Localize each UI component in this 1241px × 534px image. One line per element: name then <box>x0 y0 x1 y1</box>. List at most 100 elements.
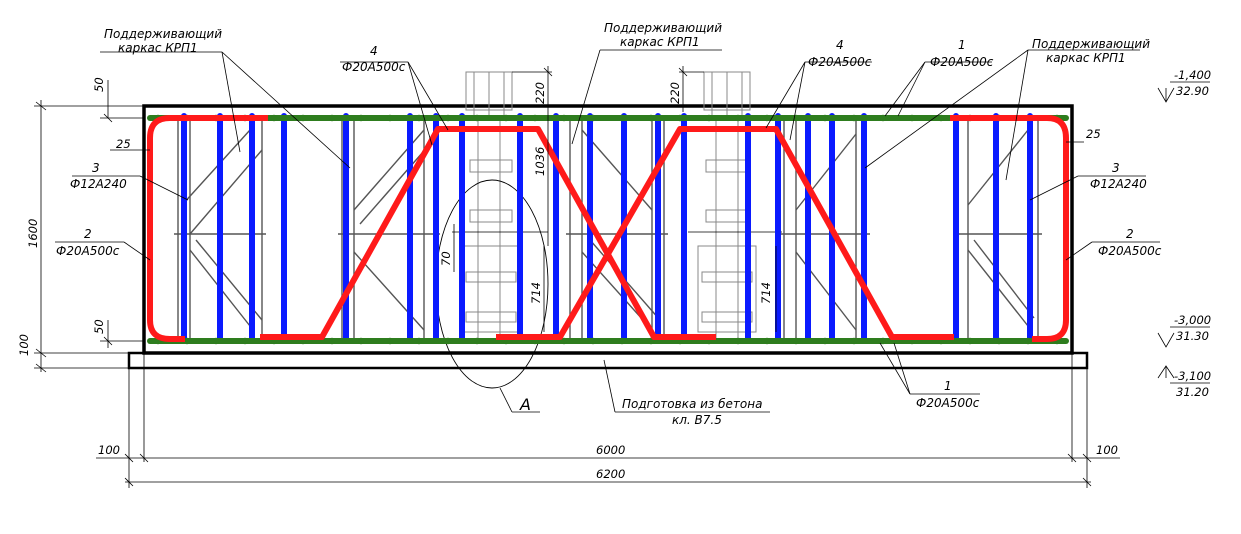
dimension-texts: 50 1600 100 50 25 25 220 220 1036 70 714… <box>17 77 1118 481</box>
dim-50-bottom: 50 <box>92 319 106 334</box>
level-top-absolute: 32.90 <box>1176 84 1209 98</box>
concrete-preparation-slab <box>127 351 1089 370</box>
green-rebar-dots <box>154 114 1061 345</box>
krp1-top-left-line2: каркас КРП1 <box>118 41 198 55</box>
green-rebar-dot <box>386 114 394 122</box>
blue-vertical-rebars <box>181 113 1033 341</box>
annotation-labels: Поддерживающий каркас КРП1 4 Ф20А500с По… <box>56 21 1162 427</box>
krp1-top-mid-line2: каркас КРП1 <box>620 35 700 49</box>
level-top-relative: -1,400 <box>1174 68 1211 82</box>
dim-25-right: 25 <box>1086 127 1101 141</box>
green-rebar-dot <box>328 337 336 345</box>
dim-100-bottom-left: 100 <box>98 443 120 457</box>
pos1-top-num: 1 <box>958 38 966 52</box>
krp1-top-right-line2: каркас КРП1 <box>1046 51 1126 65</box>
green-rebar-dot <box>241 337 249 345</box>
green-rebar-dot <box>270 114 278 122</box>
dim-220-left: 220 <box>533 82 547 104</box>
dim-70: 70 <box>439 251 453 266</box>
pos1-bottom-spec: Ф20А500с <box>916 396 980 410</box>
dimension-lines <box>34 66 1210 488</box>
green-rebar-dot <box>444 114 452 122</box>
green-rebar-dot <box>531 114 539 122</box>
green-rebar-dot <box>589 114 597 122</box>
dim-100-left: 100 <box>17 334 31 356</box>
green-rebar-dot <box>386 337 394 345</box>
dim-25-left: 25 <box>116 137 131 151</box>
pos2-left-num: 2 <box>84 227 92 241</box>
pos1-top-spec: Ф20А500с <box>930 55 994 69</box>
green-rebar-dot <box>879 337 887 345</box>
green-rebar-dot <box>618 337 626 345</box>
green-rebar-dot <box>705 114 713 122</box>
pos2-left-spec: Ф20А500с <box>56 244 120 258</box>
green-rebar-dot <box>937 114 945 122</box>
pos2-right-num: 2 <box>1126 227 1134 241</box>
green-rebar-dot <box>415 337 423 345</box>
green-rebar-dot <box>357 114 365 122</box>
green-rebar-dot <box>415 114 423 122</box>
green-rebar-dot <box>734 114 742 122</box>
green-rebar-dot <box>763 114 771 122</box>
green-rebar-dot <box>647 114 655 122</box>
krp1-top-mid-line1: Поддерживающий <box>604 21 722 35</box>
green-rebar-dot <box>618 114 626 122</box>
green-rebar-dot <box>676 114 684 122</box>
green-rebar-dot <box>357 337 365 345</box>
pos4-left-num: 4 <box>370 44 378 58</box>
green-rebar-dot <box>560 114 568 122</box>
krp1-top-left-line1: Поддерживающий <box>104 27 222 41</box>
krp1-top-right-line1: Поддерживающий <box>1032 37 1150 51</box>
red-rebars <box>147 115 1069 342</box>
green-rebar-dot <box>212 337 220 345</box>
green-rebar-dot <box>821 114 829 122</box>
level-bottom-relative: -3,000 <box>1174 313 1211 327</box>
green-rebar-dot <box>792 337 800 345</box>
green-rebar-dot <box>502 114 510 122</box>
dim-714-left: 714 <box>529 282 543 304</box>
pos4-left-spec: Ф20А500с <box>342 60 406 74</box>
green-rebar-dot <box>183 337 191 345</box>
dim-220-right: 220 <box>668 82 682 104</box>
green-longitudinal-rebars <box>147 115 1069 344</box>
green-rebar-dot <box>966 337 974 345</box>
concrete-prep-line2: кл. В7.5 <box>672 413 722 427</box>
pos2-right-spec: Ф20А500с <box>1098 244 1162 258</box>
green-rebar-dot <box>473 337 481 345</box>
pos1-bottom-num: 1 <box>944 379 952 393</box>
green-rebar-dot <box>879 114 887 122</box>
node-a-label: А <box>519 395 531 414</box>
green-rebar-dot <box>444 337 452 345</box>
pos4-right-num: 4 <box>836 38 844 52</box>
leader-lines <box>55 49 1160 413</box>
dim-1036: 1036 <box>533 147 547 176</box>
dim-1600: 1600 <box>26 219 40 248</box>
concrete-outline <box>142 104 1074 355</box>
pos3-left-num: 3 <box>92 161 100 175</box>
support-frame-right-a <box>780 117 870 341</box>
green-rebar-dot <box>1024 337 1032 345</box>
green-rebar-dot <box>908 114 916 122</box>
green-rebar-dot <box>995 337 1003 345</box>
green-rebar-dot <box>560 337 568 345</box>
level-base-absolute: 31.20 <box>1176 385 1209 399</box>
green-rebar-dot <box>473 114 481 122</box>
pos3-left-spec: Ф12А240 <box>70 177 127 191</box>
dim-714-right: 714 <box>759 282 773 304</box>
green-rebar-dot <box>850 114 858 122</box>
green-rebar-dot <box>734 337 742 345</box>
dim-50-top: 50 <box>92 77 106 92</box>
green-rebar-dot <box>299 114 307 122</box>
green-rebar-dot <box>821 337 829 345</box>
level-marks: -1,400 32.90 -3,000 31.30 -3,100 31.20 <box>1174 68 1211 399</box>
embedded-part-right <box>688 71 782 340</box>
pos4-right-spec: Ф20А500с <box>808 55 872 69</box>
pos3-right-num: 3 <box>1112 161 1120 175</box>
concrete-prep-line1: Подготовка из бетона <box>622 397 762 411</box>
green-rebar-dot <box>850 337 858 345</box>
green-rebar-dot <box>328 114 336 122</box>
support-frame-mid-right <box>566 117 668 341</box>
green-rebar-dot <box>589 337 597 345</box>
level-bottom-absolute: 31.30 <box>1176 329 1209 343</box>
level-base-relative: -3,100 <box>1174 369 1211 383</box>
